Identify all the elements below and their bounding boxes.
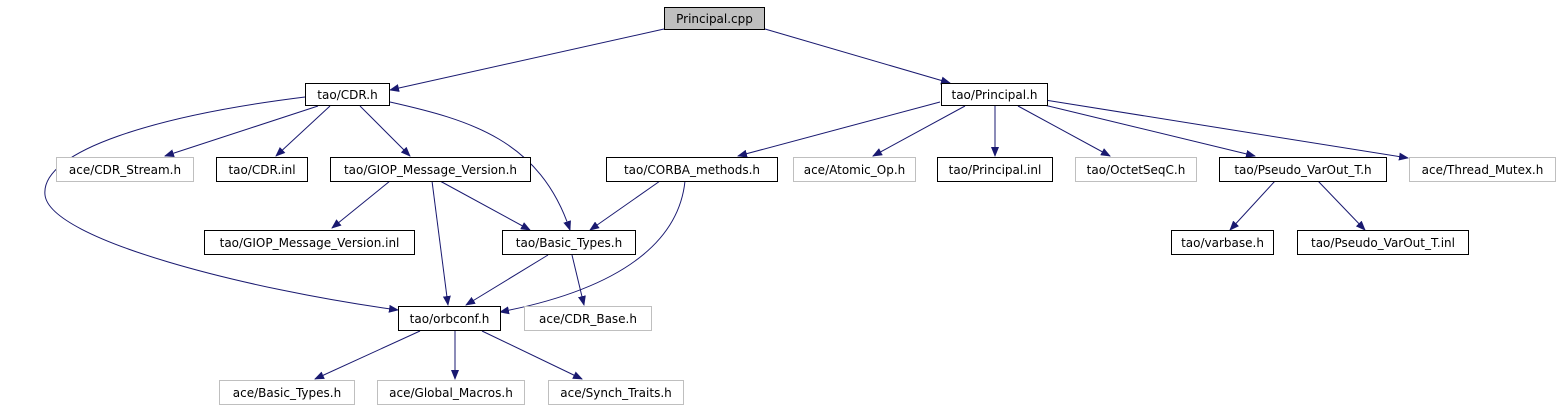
edge-cdr-h-to-cdr-stream-h: [164, 105, 319, 158]
node-ace-thread-mutex-h: ace/Thread_Mutex.h: [1409, 157, 1556, 182]
edge-cdr-h-to-giop-message-version-h: [359, 105, 411, 157]
edge-pseudo-varout-to-varbase-h: [1229, 180, 1276, 231]
node-ace-atomic-op-h: ace/Atomic_Op.h: [793, 157, 916, 182]
node-principal-cpp: Principal.cpp: [664, 7, 765, 30]
edge-orbconf-to-synch-traits-h: [481, 330, 583, 380]
edge-principal-h-to-atomic-op-h: [872, 105, 966, 157]
node-tao-varbase-h[interactable]: tao/varbase.h: [1171, 230, 1274, 255]
edge-corba-methods-to-orbconf-h: [499, 180, 686, 315]
edge-basic-types-to-orbconf-h: [465, 254, 549, 306]
edge-giop-h-to-orbconf-h: [431, 180, 451, 306]
node-tao-pseudo-varout-t-h[interactable]: tao/Pseudo_VarOut_T.h: [1219, 157, 1387, 182]
node-tao-pseudo-varout-t-inl[interactable]: tao/Pseudo_VarOut_T.inl: [1297, 230, 1469, 255]
node-tao-principal-h[interactable]: tao/Principal.h: [941, 83, 1048, 106]
edge-pseudo-varout-to-pseudo-varout-inl: [1317, 180, 1366, 231]
node-ace-synch-traits-h: ace/Synch_Traits.h: [548, 380, 684, 405]
edge-orbconf-to-ace-basic-types-h: [314, 330, 421, 380]
edge-cdr-h-to-cdr-inl: [275, 105, 331, 157]
edge-principal-h-to-thread-mutex-h: [1044, 99, 1409, 161]
edge-principal-h-to-octetseqc-h: [1017, 105, 1111, 157]
node-tao-basic-types-h[interactable]: tao/Basic_Types.h: [502, 230, 636, 255]
edge-principal-cpp-to-principal-h: [764, 28, 951, 85]
edge-principal-h-to-corba-methods-h: [737, 101, 941, 158]
node-ace-cdr-stream-h: ace/CDR_Stream.h: [56, 157, 194, 182]
edge-principal-cpp-to-cdr-h: [389, 28, 665, 92]
node-tao-giop-message-version-inl[interactable]: tao/GIOP_Message_Version.inl: [204, 230, 415, 255]
edge-basic-types-to-cdr-base-h: [571, 254, 586, 306]
node-tao-giop-message-version-h[interactable]: tao/GIOP_Message_Version.h: [330, 157, 531, 182]
node-ace-basic-types-h: ace/Basic_Types.h: [219, 380, 355, 405]
edge-cdr-h-to-basic-types-h: [389, 101, 571, 231]
edge-giop-h-to-basic-types-h: [439, 180, 531, 231]
edge-principal-h-to-pseudo-varout-h: [1039, 103, 1256, 158]
node-tao-principal-inl[interactable]: tao/Principal.inl: [937, 157, 1053, 182]
edge-cdr-h-to-orbconf-h: [44, 96, 399, 313]
node-tao-octetseqc-h: tao/OctetSeqC.h: [1075, 157, 1197, 182]
node-ace-global-macros-h: ace/Global_Macros.h: [377, 380, 525, 405]
node-tao-orbconf-h[interactable]: tao/orbconf.h: [398, 306, 501, 331]
node-tao-corba-methods-h[interactable]: tao/CORBA_methods.h: [606, 157, 778, 182]
node-ace-cdr-base-h: ace/CDR_Base.h: [524, 306, 652, 331]
node-tao-cdr-h[interactable]: tao/CDR.h: [305, 83, 390, 106]
node-tao-cdr-inl[interactable]: tao/CDR.inl: [216, 157, 308, 182]
edge-corba-methods-to-basic-types-h: [589, 180, 661, 231]
edge-giop-h-to-giop-inl: [331, 180, 391, 229]
